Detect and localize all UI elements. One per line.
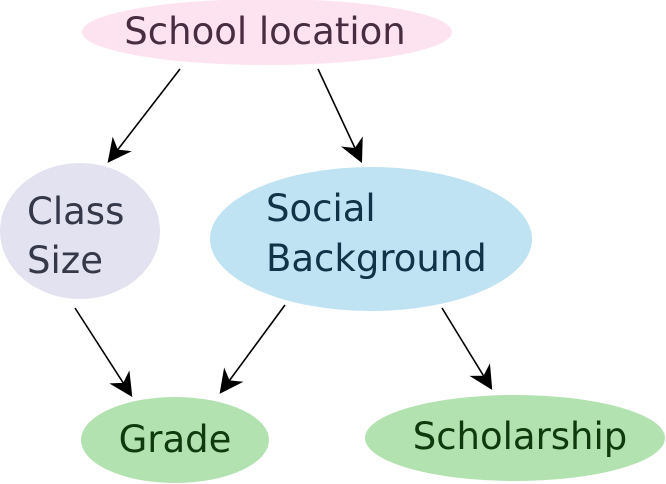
node-social-background: Social Background (210, 167, 532, 311)
node-scholarship-shape (365, 395, 665, 481)
node-class-size: Class Size (0, 163, 160, 299)
node-school-location-shape (82, 0, 452, 65)
node-class-size-shape (0, 163, 160, 299)
edge-social-background-to-grade (219, 304, 286, 394)
node-grade-label: Grade (119, 418, 232, 461)
node-class-size-label-line-1: Class (27, 190, 124, 233)
node-social-background-shape (210, 167, 532, 311)
edge-school-location-to-social-background (317, 68, 363, 164)
node-school-location-label: School location (124, 10, 405, 53)
edge-school-location-to-class-size (107, 68, 181, 163)
node-school-location: School location (82, 0, 452, 65)
node-social-background-label-line-2: Background (266, 237, 487, 280)
node-grade: Grade (81, 397, 269, 483)
edge-social-background-to-scholarship (441, 307, 493, 391)
edges (74, 68, 493, 398)
node-grade-shape (81, 397, 269, 483)
edge-class-size-to-grade (74, 307, 133, 398)
node-scholarship: Scholarship (365, 395, 665, 481)
node-social-background-label-line-1: Social (266, 187, 376, 230)
node-class-size-label-line-2: Size (27, 239, 103, 282)
node-scholarship-label: Scholarship (413, 415, 628, 458)
